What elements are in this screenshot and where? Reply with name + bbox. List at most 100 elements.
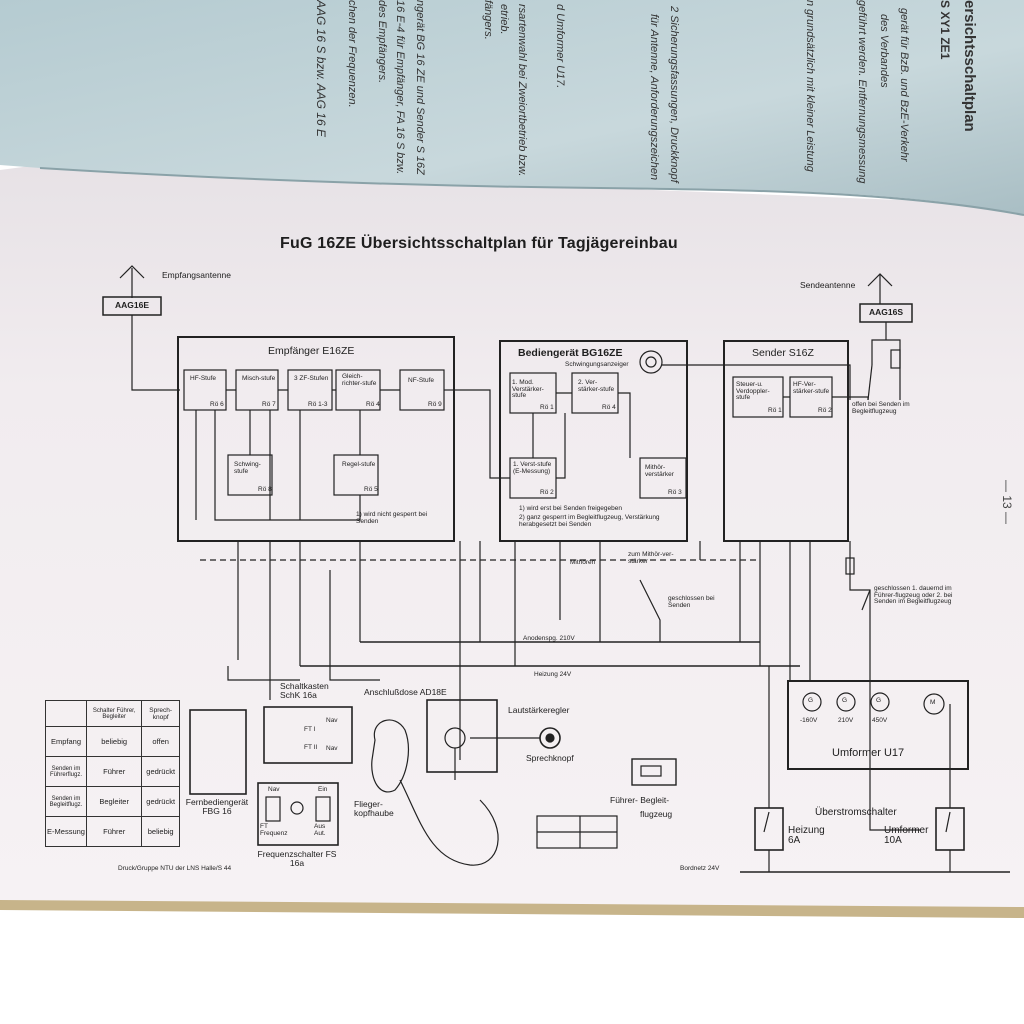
schaltkasten-ft1: FT I xyxy=(304,726,316,733)
schwingungsanzeiger-symbol xyxy=(639,350,663,374)
book-binding xyxy=(0,900,1024,918)
anschlussdose-label: Anschlußdose AD18E xyxy=(364,687,447,697)
regel-stufe-label: Regel-stufe xyxy=(342,461,376,468)
zf-stufen-roe: Rö 1-3 xyxy=(308,401,328,408)
mode-table-cell: Empfang xyxy=(45,726,87,757)
aag16s-label: AAG16S xyxy=(868,307,903,317)
mode-table-cell: gedrückt xyxy=(141,786,180,817)
schaltkasten-title: Schaltkasten SchK 16a xyxy=(280,681,329,700)
geschlossen-senden-label: geschlossen bei Senden xyxy=(668,595,715,609)
mode-table-row: Senden im Führerflugz. Führer gedrückt xyxy=(45,756,180,787)
mod-stufe-roe: Rö 1 xyxy=(540,404,554,411)
freq-ft: FT Frequenz xyxy=(260,823,288,837)
flugzeug-label: flugzeug xyxy=(640,809,673,819)
misch-stufe-roe: Rö 7 xyxy=(262,401,276,408)
umformer-v1: -160V xyxy=(800,717,818,724)
hf-stufe-label: HF-Stufe xyxy=(190,375,217,382)
sprechknopf-label: Sprechknopf xyxy=(526,753,574,763)
umformer-g2: G xyxy=(842,697,848,704)
mithoer-box xyxy=(639,457,687,499)
schaltkasten-box xyxy=(263,706,353,764)
empfangsantenne-symbol xyxy=(102,265,180,391)
misch-stufe-label: Misch-stufe xyxy=(242,375,276,382)
mithoer-roe: Rö 3 xyxy=(668,489,682,496)
vstufe2-label: 2. Ver-stärker-stufe xyxy=(578,379,615,393)
lautstaerke-label: Lautstärkeregler xyxy=(508,705,570,715)
bediengeraet-title: Bediengerät BG16ZE xyxy=(518,347,623,359)
zum-mithoer-label: zum Mithör-ver-stärker xyxy=(628,551,674,565)
freq-aus: Aus Aut. xyxy=(314,823,326,837)
fernbedien-label: Fernbediengerät FBG 16 xyxy=(185,797,249,816)
mode-table: Schalter Führer, Begleiter Sprech-knopf … xyxy=(45,700,180,847)
aag16e-label: AAG16E xyxy=(114,300,149,310)
mode-table-cell: gedrückt xyxy=(141,756,180,787)
sender-block xyxy=(723,340,849,542)
zf-stufen-label: 3 ZF-Stufen xyxy=(294,375,329,382)
steuer-stufe-label: Steuer-u. Verdoppler-stufe xyxy=(736,381,770,401)
vstufe2-roe: Rö 4 xyxy=(602,404,616,411)
hf-stufe-roe: Rö 6 xyxy=(210,401,224,408)
mode-table-header-cell xyxy=(45,700,87,727)
nf-stufe-label: NF-Stufe xyxy=(408,377,435,384)
hfverst-stufe-label: HF-Ver-stärker-stufe xyxy=(793,381,830,395)
mode-table-row: Empfang beliebig offen xyxy=(45,726,180,757)
bediengeraet-block xyxy=(499,340,688,542)
hfverst-stufe-roe: Rö 2 xyxy=(818,407,832,414)
sender-offen-note: offen bei Senden im Begleitflugzeug xyxy=(852,401,910,415)
regel-stufe-roe: Rö 5 xyxy=(364,486,378,493)
schwing-stufe-roe: Rö 8 xyxy=(258,486,272,493)
fliegerkopfhaube-sketch xyxy=(371,719,410,793)
schaltkasten-nav1: Nav xyxy=(326,717,338,724)
umformer-v2: 210V xyxy=(838,717,854,724)
frequenzschalter-box xyxy=(257,782,339,846)
sender-title: Sender S16Z xyxy=(752,347,814,359)
nf-stufe-roe: Rö 9 xyxy=(428,401,442,408)
schwing-stufe-label: Schwing-stufe xyxy=(234,461,261,475)
fuehrer-begleit-label: Führer- Begleit- xyxy=(610,795,670,805)
anschlussdose-box xyxy=(426,699,498,773)
bediengeraet-note1: 1) wird erst bei Senden freigegeben xyxy=(519,505,622,512)
schaltkasten-ft2: FT II xyxy=(304,744,318,751)
umformer-g3: G xyxy=(876,697,882,704)
mode-table-row: Senden im Begleitflugz. Begleiter gedrüc… xyxy=(45,786,180,817)
umformer-box xyxy=(787,680,969,770)
mode-table-cell: offen xyxy=(141,726,180,757)
regel-stufe-box xyxy=(333,454,379,496)
ueberstrom-heizung: Heizung 6A xyxy=(788,825,825,846)
mode-table-cell: Senden im Begleitflugz. xyxy=(45,786,87,817)
umformer-g1: G xyxy=(808,697,814,704)
mode-table-cell: Führer xyxy=(85,756,143,787)
fliegerkopf-label: Flieger-kopfhaube xyxy=(354,799,394,818)
mode-table-cell: Führer xyxy=(85,816,143,847)
empfaenger-note: 1) wird nicht gesperrt bei Senden xyxy=(356,511,428,525)
mode-table-cell: Begleiter xyxy=(85,786,143,817)
mode-table-header-cell: Sprech-knopf xyxy=(141,700,180,727)
heizung24-label: Heizung 24V xyxy=(534,671,572,678)
mithoeren-label: Mithören xyxy=(570,559,596,566)
bediengeraet-note2: 2) ganz gesperrt im Begleitflugzeug, Ver… xyxy=(519,514,660,528)
upper-page xyxy=(0,0,1024,215)
sendeantenne-symbol xyxy=(859,273,913,401)
verst-stufe-label: 1. Verst-stufe (E-Messung) xyxy=(513,461,552,475)
empfaenger-block xyxy=(177,336,455,542)
mode-table-header: Schalter Führer, Begleiter Sprech-knopf xyxy=(45,700,180,727)
diagram-title: FuG 16ZE Übersichtsschaltplan für Tagjäg… xyxy=(280,235,678,252)
freq-ein: Ein xyxy=(318,786,328,793)
frequenzschalter-title: Frequenzschalter FS 16a xyxy=(257,849,337,868)
mod-stufe-label: 1. Mod. Verstärker-stufe xyxy=(512,379,544,399)
umformer-m: M xyxy=(930,699,936,706)
mode-table-cell: beliebig xyxy=(141,816,180,847)
anodenspg-label: Anodenspg. 210V xyxy=(523,635,575,642)
mithoer-label: Mithör-verstärker xyxy=(645,464,674,478)
mode-table-cell: Senden im Führerflugz. xyxy=(45,756,87,787)
page-number: — 13 — xyxy=(1000,480,1014,525)
mode-table-cell: E-Messung xyxy=(45,816,87,847)
empfangsantenne-label: Empfangsantenne xyxy=(162,270,231,280)
sprechknopf-symbol xyxy=(539,727,561,749)
verst-stufe-roe: Rö 2 xyxy=(540,489,554,496)
fernbediengeraet-box xyxy=(189,709,247,795)
umformer-v3: 450V xyxy=(872,717,888,724)
empfaenger-title: Empfänger E16ZE xyxy=(268,345,355,357)
